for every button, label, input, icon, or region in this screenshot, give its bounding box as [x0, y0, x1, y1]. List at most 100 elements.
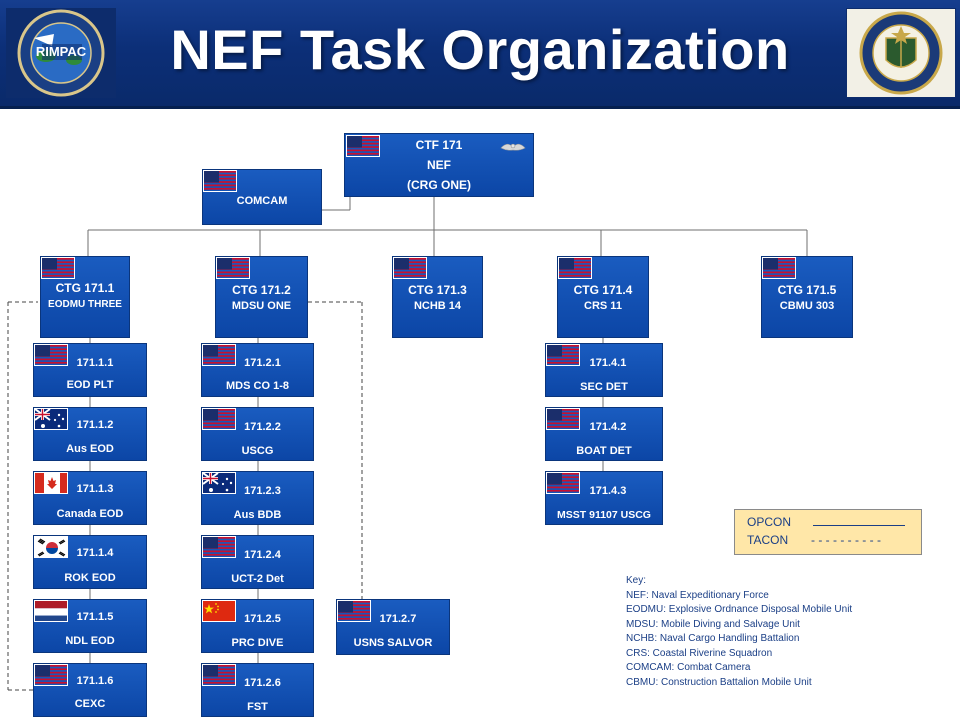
node-171-1-5-name: NDL EOD — [65, 635, 115, 647]
page-title: NEF Task Organization — [170, 18, 790, 81]
node-171-4-3[interactable]: 171.4.3 MSST 91107 USCG — [545, 471, 663, 525]
node-ctg-171-2-unit: MDSU ONE — [231, 300, 292, 312]
node-ctg-171-4-unit: CRS 11 — [584, 300, 622, 312]
title-banner: RIMPAC NEF Task Organization — [0, 0, 960, 109]
node-ctf-171-line2: NEF — [427, 158, 451, 172]
legend-solid-line — [813, 525, 905, 526]
us-flag-icon — [546, 408, 580, 430]
node-171-1-4[interactable]: 171.1.4 ROK EOD — [33, 535, 147, 589]
node-171-4-2[interactable]: 171.4.2 BOAT DET — [545, 407, 663, 461]
korea-flag-icon — [34, 536, 68, 558]
rimpac-logo: RIMPAC — [6, 8, 116, 98]
node-ctg-171-5[interactable]: CTG 171.5 CBMU 303 — [761, 256, 853, 338]
us-flag-icon — [34, 664, 68, 686]
node-171-1-4-name: ROK EOD — [64, 572, 116, 584]
node-171-1-1-id: 171.1.1 — [76, 357, 114, 369]
node-171-2-1[interactable]: 171.2.1 MDS CO 1-8 — [201, 343, 314, 397]
us-flag-icon — [546, 472, 580, 494]
node-171-2-3[interactable]: 171.2.3 Aus BDB — [201, 471, 314, 525]
node-171-2-1-name: MDS CO 1-8 — [226, 380, 289, 392]
node-171-1-1[interactable]: 171.1.1 EOD PLT — [33, 343, 147, 397]
node-171-1-6[interactable]: 171.1.6 CEXC — [33, 663, 147, 717]
node-171-2-6-name: FST — [247, 701, 268, 713]
us-flag-icon — [546, 344, 580, 366]
canada-flag-icon — [34, 472, 68, 494]
node-171-4-3-id: 171.4.3 — [589, 485, 627, 497]
node-171-4-1-name: SEC DET — [580, 381, 628, 393]
node-ctg-171-4-title: CTG 171.4 — [573, 283, 633, 297]
node-ctf-171-line1: CTF 171 — [415, 138, 463, 152]
australia-flag-icon — [202, 472, 236, 494]
node-171-2-4[interactable]: 171.2.4 UCT-2 Det — [201, 535, 314, 589]
node-171-1-5[interactable]: 171.1.5 NDL EOD — [33, 599, 147, 653]
rimpac-logo-text: RIMPAC — [36, 44, 87, 59]
node-171-1-6-name: CEXC — [74, 698, 106, 710]
node-171-2-2[interactable]: 171.2.2 USCG — [201, 407, 314, 461]
key-item: CRS: Coastal Riverine Squadron — [626, 647, 773, 659]
node-ctg-171-1-title: CTG 171.1 — [55, 281, 115, 295]
abbreviation-key: Key: NEF: Naval Expeditionary Force EODM… — [626, 574, 926, 690]
us-flag-icon — [337, 600, 371, 622]
node-171-2-3-id: 171.2.3 — [244, 485, 281, 497]
us-flag-icon — [202, 344, 236, 366]
us-flag-icon — [34, 344, 68, 366]
node-comcam-label: COMCAM — [236, 195, 288, 207]
node-171-1-2-id: 171.1.2 — [76, 419, 114, 431]
node-171-2-7[interactable]: 171.2.7 USNS SALVOR — [336, 599, 450, 655]
node-171-1-6-id: 171.1.6 — [76, 675, 114, 687]
key-item: NCHB: Naval Cargo Handling Battalion — [626, 633, 800, 644]
node-ctf-171-line3: (CRG ONE) — [407, 178, 471, 192]
china-flag-icon — [202, 600, 236, 622]
node-171-2-5-name: PRC DIVE — [231, 637, 284, 649]
node-171-2-1-id: 171.2.1 — [244, 357, 281, 369]
node-171-4-1[interactable]: 171.4.1 SEC DET — [545, 343, 663, 397]
us-flag-icon — [202, 664, 236, 686]
key-item: CBMU: Construction Battalion Mobile Unit — [626, 676, 812, 688]
node-ctf-171[interactable]: CTF 171 NEF (CRG ONE) — [344, 133, 534, 197]
node-171-2-7-name: USNS SALVOR — [353, 637, 433, 649]
node-171-1-5-id: 171.1.5 — [76, 611, 114, 623]
node-171-2-2-name: USCG — [241, 445, 274, 457]
node-171-1-3-id: 171.1.3 — [76, 483, 114, 495]
node-comcam[interactable]: COMCAM — [202, 169, 322, 225]
node-ctg-171-2[interactable]: CTG 171.2 MDSU ONE — [215, 256, 308, 338]
us-flag-icon — [203, 170, 237, 192]
node-171-4-2-name: BOAT DET — [576, 445, 632, 457]
us-flag-icon — [346, 135, 380, 157]
us-flag-icon — [558, 257, 592, 279]
node-171-1-1-name: EOD PLT — [66, 379, 114, 391]
legend-box: OPCON TACON - - - - - - - - - - — [734, 509, 922, 555]
node-171-1-3-name: Canada EOD — [56, 508, 124, 520]
node-171-2-7-id: 171.2.7 — [379, 613, 417, 625]
key-item: COMCAM: Combat Camera — [626, 662, 751, 673]
us-flag-icon — [202, 408, 236, 430]
node-ctg-171-1[interactable]: CTG 171.1 EODMU THREE — [40, 256, 130, 338]
node-171-1-2[interactable]: 171.1.2 Aus EOD — [33, 407, 147, 461]
key-item: MDSU: Mobile Diving and Salvage Unit — [626, 618, 800, 630]
node-171-1-4-id: 171.1.4 — [76, 547, 114, 559]
key-item: NEF: Naval Expeditionary Force — [626, 589, 769, 601]
us-flag-icon — [216, 257, 250, 279]
us-flag-icon — [41, 257, 75, 279]
netherlands-flag-icon — [34, 600, 68, 622]
node-171-2-4-name: UCT-2 Det — [231, 573, 284, 585]
node-ctg-171-1-unit: EODMU THREE — [48, 299, 122, 310]
coastal-riverine-logo — [845, 7, 957, 99]
node-171-4-2-id: 171.4.2 — [589, 421, 627, 433]
us-flag-icon — [762, 257, 796, 279]
legend-tacon-label: TACON — [747, 533, 789, 547]
node-ctg-171-3-title: CTG 171.3 — [408, 283, 467, 297]
node-171-2-2-id: 171.2.2 — [244, 421, 281, 433]
node-171-2-6-id: 171.2.6 — [244, 677, 281, 689]
node-ctg-171-3[interactable]: CTG 171.3 NCHB 14 — [392, 256, 483, 338]
legend-dashed-line: - - - - - - - - - - — [811, 533, 881, 547]
australia-flag-icon — [34, 408, 68, 430]
node-ctg-171-4[interactable]: CTG 171.4 CRS 11 — [557, 256, 649, 338]
node-ctg-171-2-title: CTG 171.2 — [232, 283, 291, 297]
node-171-2-6[interactable]: 171.2.6 FST — [201, 663, 314, 717]
node-171-1-3[interactable]: 171.1.3 Canada EOD — [33, 471, 147, 525]
node-171-2-3-name: Aus BDB — [233, 509, 282, 521]
node-171-2-5[interactable]: 171.2.5 PRC DIVE — [201, 599, 314, 653]
node-ctg-171-5-unit: CBMU 303 — [779, 300, 835, 312]
legend-opcon-label: OPCON — [747, 515, 792, 529]
